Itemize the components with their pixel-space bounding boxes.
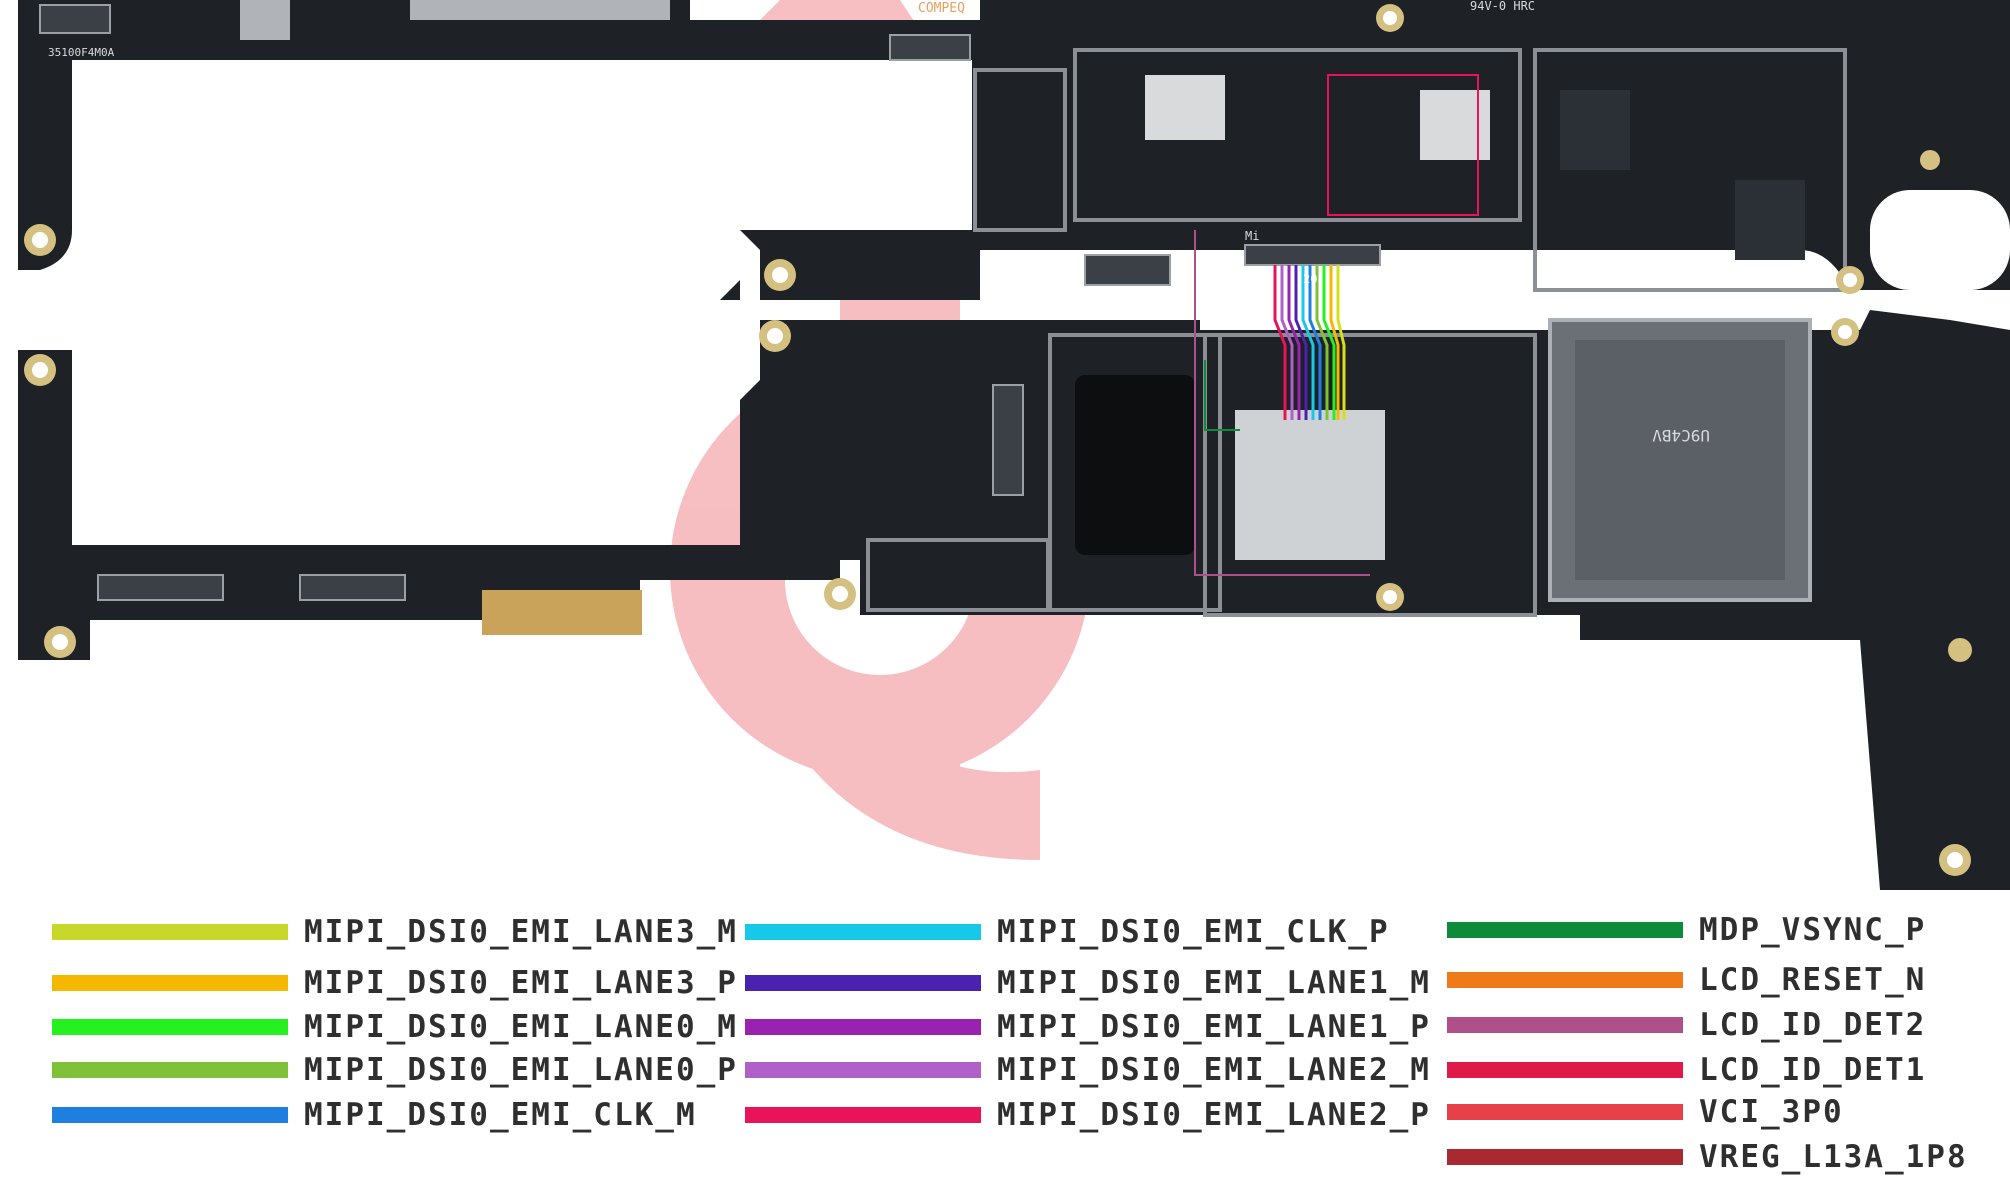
- legend-color-swatch: [1447, 972, 1683, 988]
- legend-item: MIPI_DSI0_EMI_LANE2_P: [745, 1097, 1431, 1133]
- lower-board: [18, 310, 2010, 890]
- legend-color-swatch: [1447, 1062, 1683, 1078]
- legend-item: MIPI_DSI0_EMI_LANE0_M: [52, 1009, 738, 1045]
- legend-item: MIPI_DSI0_EMI_CLK_M: [52, 1097, 697, 1133]
- legend-color-swatch: [745, 975, 981, 991]
- legend-item: MIPI_DSI0_EMI_LANE2_M: [745, 1052, 1431, 1088]
- legend-item: MIPI_DSI0_EMI_LANE1_P: [745, 1009, 1431, 1045]
- legend-color-swatch: [745, 1019, 981, 1035]
- legend-signal-label: MIPI_DSI0_EMI_LANE1_P: [997, 1009, 1431, 1045]
- legend-color-swatch: [52, 1019, 288, 1035]
- legend-item: MIPI_DSI0_EMI_LANE0_P: [52, 1052, 738, 1088]
- legend-signal-label: MIPI_DSI0_EMI_LANE2_P: [997, 1097, 1431, 1133]
- legend-item: MIPI_DSI0_EMI_LANE3_M: [52, 914, 738, 950]
- highlighted-traces: [1194, 230, 1370, 576]
- legend-color-swatch: [745, 924, 981, 940]
- silkscreen-maker: COMPEQ: [918, 1, 965, 16]
- legend-signal-label: MIPI_DSI0_EMI_LANE0_M: [304, 1009, 738, 1045]
- legend-item: LCD_ID_DET1: [1447, 1052, 1927, 1088]
- legend-signal-label: MIPI_DSI0_EMI_LANE1_M: [997, 965, 1431, 1001]
- legend-item: LCD_RESET_N: [1447, 962, 1927, 998]
- legend-color-swatch: [1447, 922, 1683, 938]
- legend-signal-label: MDP_VSYNC_P: [1699, 912, 1927, 948]
- legend-item: MIPI_DSI0_EMI_CLK_P: [745, 914, 1390, 950]
- legend-color-swatch: [52, 1107, 288, 1123]
- silkscreen-pin-number: 20: [1303, 272, 1317, 286]
- legend-signal-label: LCD_RESET_N: [1699, 962, 1927, 998]
- legend-signal-label: LCD_ID_DET2: [1699, 1007, 1927, 1043]
- silkscreen-logo: Mi: [1245, 229, 1259, 243]
- legend-signal-label: MIPI_DSI0_EMI_LANE2_M: [997, 1052, 1431, 1088]
- pcb-board-photo: 35100F4M0A COMPEQ 94V-0 HRC Mi 20 U9C4BV: [18, 0, 2010, 890]
- legend-signal-label: LCD_ID_DET1: [1699, 1052, 1927, 1088]
- legend-signal-label: MIPI_DSI0_EMI_CLK_P: [997, 914, 1390, 950]
- legend-item: MDP_VSYNC_P: [1447, 912, 1927, 948]
- legend-signal-label: MIPI_DSI0_EMI_CLK_M: [304, 1097, 697, 1133]
- legend-item: MIPI_DSI0_EMI_LANE3_P: [52, 965, 738, 1001]
- legend-item: LCD_ID_DET2: [1447, 1007, 1927, 1043]
- upper-board: [18, 0, 2010, 300]
- legend-color-swatch: [1447, 1149, 1683, 1165]
- legend-item: VCI_3P0: [1447, 1094, 1844, 1130]
- silkscreen-labels: 35100F4M0A COMPEQ 94V-0 HRC Mi 20 U9C4BV: [48, 0, 1710, 445]
- legend-item: MIPI_DSI0_EMI_LANE1_M: [745, 965, 1431, 1001]
- legend-color-swatch: [745, 1107, 981, 1123]
- legend-item: VREG_L13A_1P8: [1447, 1139, 1968, 1175]
- legend-color-swatch: [745, 1062, 981, 1078]
- legend-signal-label: MIPI_DSI0_EMI_LANE3_P: [304, 965, 738, 1001]
- legend-signal-label: MIPI_DSI0_EMI_LANE0_P: [304, 1052, 738, 1088]
- legend-color-swatch: [1447, 1104, 1683, 1120]
- legend-signal-label: VREG_L13A_1P8: [1699, 1139, 1968, 1175]
- legend-signal-label: VCI_3P0: [1699, 1094, 1844, 1130]
- silkscreen-rating: 94V-0 HRC: [1470, 0, 1535, 13]
- legend-color-swatch: [52, 1062, 288, 1078]
- silkscreen-part-number: 35100F4M0A: [48, 46, 115, 59]
- legend-color-swatch: [1447, 1017, 1683, 1033]
- legend-color-swatch: [52, 975, 288, 991]
- legend-signal-label: MIPI_DSI0_EMI_LANE3_M: [304, 914, 738, 950]
- legend-color-swatch: [52, 924, 288, 940]
- silkscreen-sim-tray: U9C4BV: [1652, 426, 1710, 445]
